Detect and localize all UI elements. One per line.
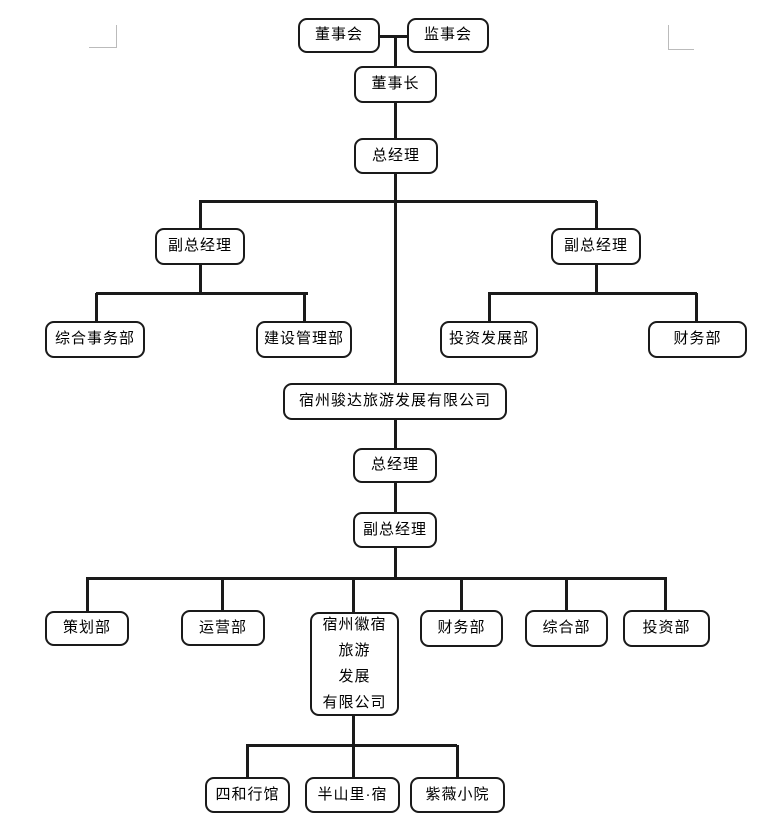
connector-line [352,745,355,777]
connector-line [352,716,355,745]
node-junda-general-manager: 总经理 [353,448,437,483]
connector-line [96,292,308,295]
node-general-affairs-dept: 综合事务部 [45,321,145,358]
connector-line [199,200,597,203]
node-banshanli-inn: 半山里·宿 [305,777,400,813]
node-general-dept: 综合部 [525,610,608,647]
connector-line [488,293,491,321]
node-investment-dev-dept: 投资发展部 [440,321,538,358]
connector-line [199,201,202,228]
connector-line [394,419,397,448]
node-planning-dept: 策划部 [45,611,129,646]
node-huisu-company: 宿州徽宿 旅游 发展 有限公司 [310,612,399,716]
margin-mark-top-left-vertical [116,25,117,48]
connector-line [303,293,306,321]
node-deputy-gm-left: 副总经理 [155,228,245,265]
connector-line [86,578,89,612]
connector-line [246,744,457,747]
margin-mark-top-right-vertical [668,25,669,50]
node-sihe-inn: 四和行馆 [205,777,290,813]
node-finance-dept: 财务部 [648,321,747,358]
connector-line [246,745,249,777]
margin-mark-top-left-horizontal [89,47,117,48]
node-construction-mgmt-dept: 建设管理部 [256,321,352,358]
connector-line [460,578,463,611]
node-ziwei-inn: 紫薇小院 [410,777,505,813]
connector-line [565,578,568,611]
connector-line [352,578,355,612]
connector-line [456,745,459,777]
node-general-manager: 总经理 [354,138,438,174]
connector-line [379,35,407,38]
connector-line [595,201,598,228]
margin-mark-top-right-horizontal [668,49,694,50]
node-investment-dept: 投资部 [623,610,710,647]
node-junda-deputy-gm: 副总经理 [353,512,437,548]
connector-line [394,483,397,512]
connector-line [221,578,224,611]
connector-line [394,547,397,578]
node-junda-company: 宿州骏达旅游发展有限公司 [283,383,507,420]
connector-line [394,36,397,66]
node-supervisory-board: 监事会 [407,18,489,53]
connector-line [95,293,98,321]
node-deputy-gm-right: 副总经理 [551,228,641,265]
connector-line [664,578,667,611]
node-operations-dept: 运营部 [181,610,265,646]
node-board-of-directors: 董事会 [298,18,380,53]
connector-line [394,174,397,383]
connector-line [488,292,697,295]
node-chairman: 董事长 [354,66,437,103]
connector-line [394,103,397,138]
connector-line [86,577,667,580]
connector-line [695,293,698,321]
connector-line [199,265,202,294]
node-junda-finance-dept: 财务部 [420,610,503,647]
connector-line [595,265,598,294]
